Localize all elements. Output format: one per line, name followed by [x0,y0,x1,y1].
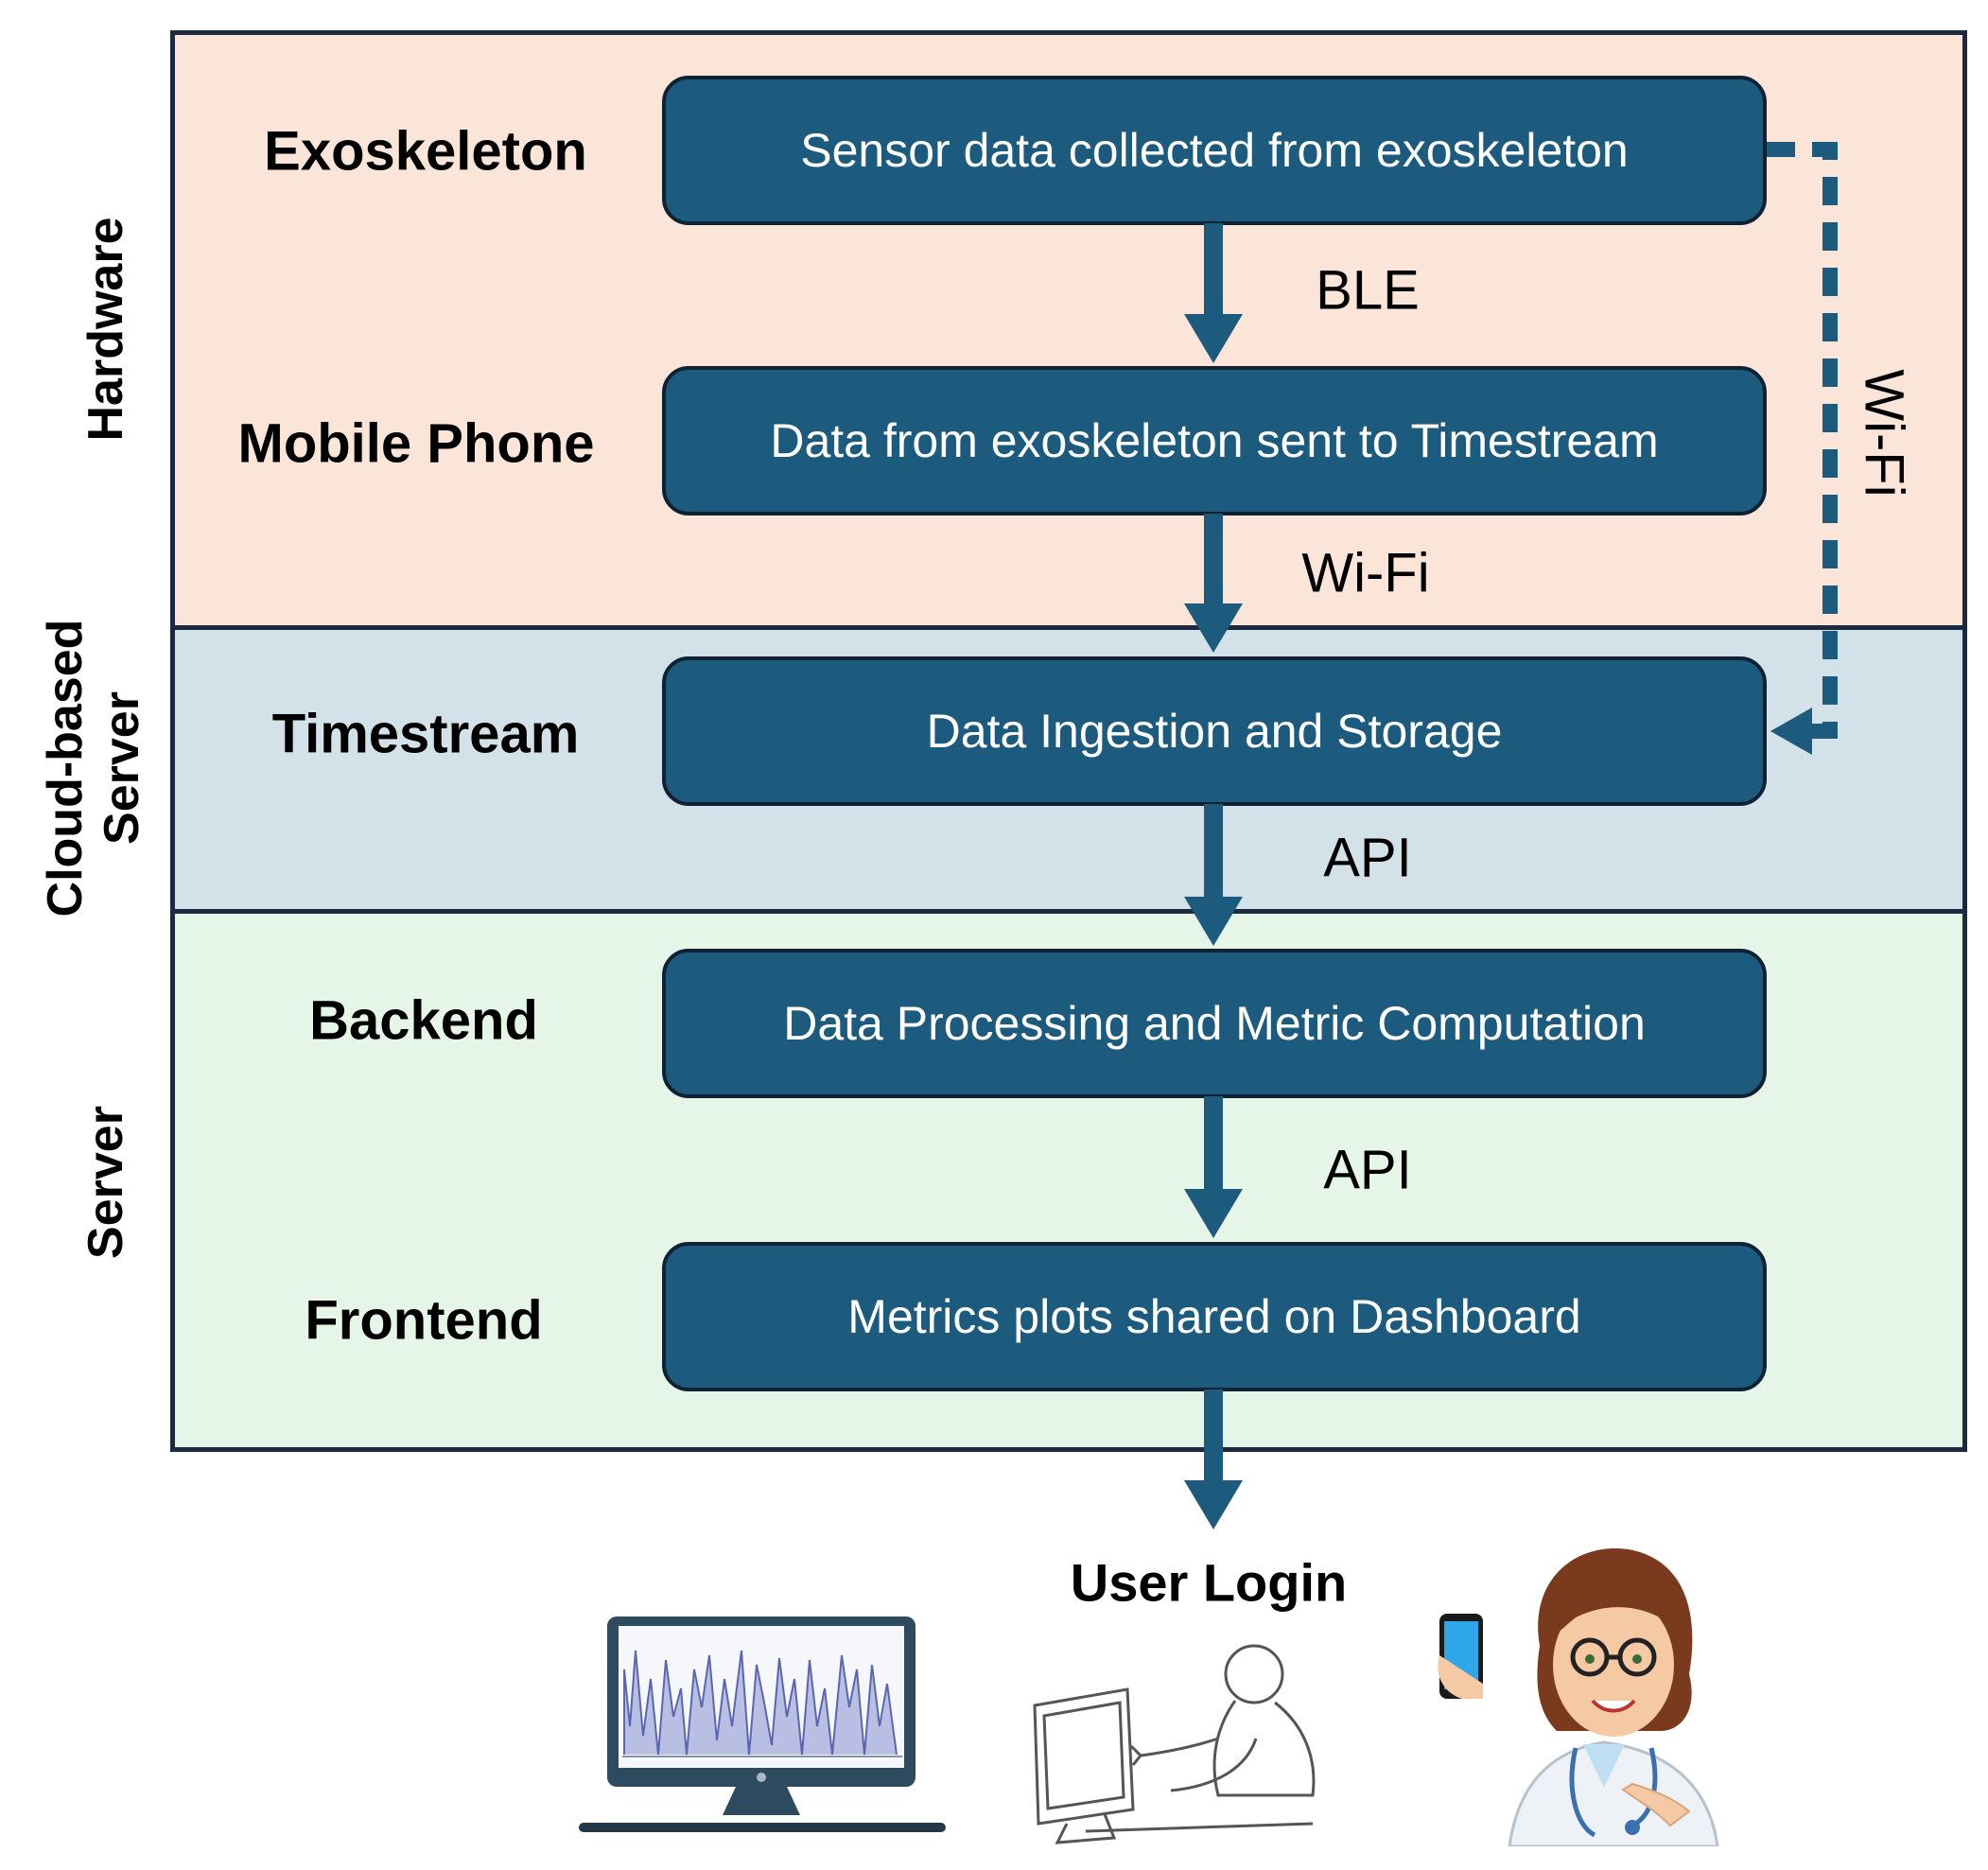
process-box-text: Data Processing and Metric Computation [783,997,1646,1050]
row-label-timestream: Timestream [271,703,580,765]
arrow-timestream-to-backend [1184,804,1243,946]
user-login-label: User Login [1070,1552,1348,1613]
process-box-text: Data Ingestion and Storage [926,705,1503,758]
arrow-phone-to-timestream [1184,514,1243,653]
row-label-backend: Backend [309,989,538,1052]
process-box-mobile-phone: Data from exoskeleton sent to Timestream [662,366,1767,516]
arrow-exoskeleton-to-phone [1184,223,1243,363]
edge-label-wifi-dashed: Wi-Fi [1853,369,1915,498]
edge-label-ble: BLE [1316,259,1420,322]
process-box-processing: Data Processing and Metric Computation [662,949,1767,1098]
doctor-with-phone-icon [1438,1547,1719,1846]
arrow-frontend-to-user [1184,1389,1243,1529]
process-box-text: Metrics plots shared on Dashboard [847,1290,1581,1343]
edge-label-wifi: Wi-Fi [1301,542,1430,604]
dashed-wifi-arrow [1767,142,1838,755]
edge-label-api-1: API [1323,827,1412,889]
person-at-computer-icon [1033,1644,1316,1844]
row-label-mobile-phone: Mobile Phone [237,412,595,475]
arrow-backend-to-frontend [1184,1096,1243,1238]
process-box-sensor-data: Sensor data collected from exoskeleton [662,76,1767,225]
row-label-exoskeleton: Exoskeleton [264,120,587,183]
monitor-dashboard-icon [579,1617,946,1832]
process-box-text: Data from exoskeleton sent to Timestream [770,414,1659,467]
process-box-ingestion: Data Ingestion and Storage [662,656,1767,806]
row-label-frontend: Frontend [305,1289,543,1352]
edge-label-api-2: API [1323,1139,1412,1201]
process-box-text: Sensor data collected from exoskeleton [800,124,1629,177]
